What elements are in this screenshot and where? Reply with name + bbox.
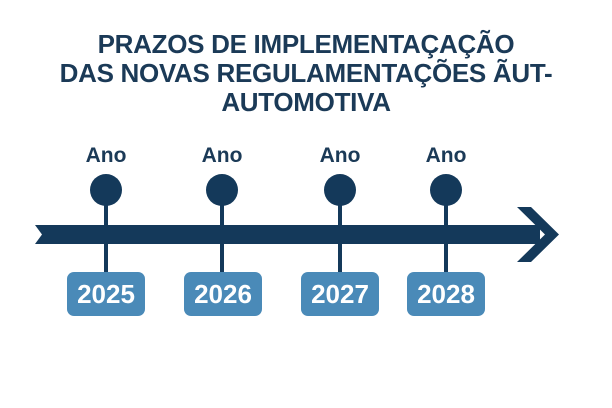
milestone-label-2026: Ano [201, 144, 243, 167]
title-line-3: AUTOMOTIVA [221, 87, 391, 117]
arrow-head-icon [517, 207, 559, 262]
year-box-2027: 2027 [301, 272, 379, 316]
milestone-dot-icon [90, 174, 122, 206]
milestone-dot-icon [430, 174, 462, 206]
milestone-dot-icon [206, 174, 238, 206]
diagram-title: PRAZOS DE IMPLEMENTAÇAÇÃO DAS NOVAS REGU… [0, 30, 612, 117]
year-box-2026: 2026 [184, 272, 262, 316]
milestone-label-2027: Ano [319, 144, 361, 167]
title-line-1: PRAZOS DE IMPLEMENTAÇAÇÃO [97, 29, 515, 59]
milestone-dot-icon [324, 174, 356, 206]
milestone-label-2028: Ano [425, 144, 467, 167]
year-box-2028: 2028 [407, 272, 485, 316]
milestone-label-2025: Ano [85, 144, 127, 167]
year-box-2025: 2025 [67, 272, 145, 316]
milestone-dots [90, 174, 462, 206]
title-line-2: DAS NOVAS REGULAMENTAÇÕES ÃUT- [59, 58, 553, 88]
timeline-arrow-shaft [35, 225, 540, 244]
